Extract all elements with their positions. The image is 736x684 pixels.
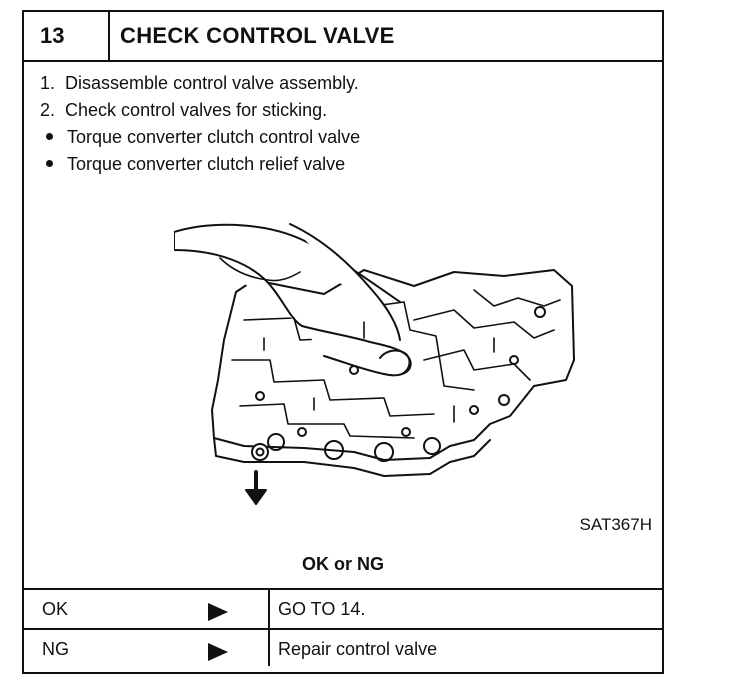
result-action: GO TO 14. bbox=[268, 590, 365, 628]
result-row-ng: NG Repair control valve bbox=[24, 628, 662, 666]
control-valve-illustration bbox=[174, 223, 575, 505]
procedure-box: 13 CHECK CONTROL VALVE 1. Disassemble co… bbox=[22, 10, 664, 674]
figure-code: SAT367H bbox=[579, 515, 652, 534]
instruction-list: 1. Disassemble control valve assembly. 2… bbox=[40, 70, 360, 178]
instruction-text: Disassemble control valve assembly. bbox=[65, 73, 359, 93]
procedure-title: CHECK CONTROL VALVE bbox=[120, 23, 395, 48]
arrow-right-icon bbox=[208, 603, 228, 621]
procedure-header: 13 CHECK CONTROL VALVE bbox=[24, 12, 662, 62]
item-number: 1. bbox=[40, 73, 56, 93]
result-table: OK GO TO 14. NG Repair control valve bbox=[24, 588, 662, 666]
instruction-item: 1. Disassemble control valve assembly. bbox=[40, 70, 360, 97]
result-row-ok: OK GO TO 14. bbox=[24, 590, 662, 628]
result-label: NG bbox=[42, 639, 69, 659]
instruction-text: Torque converter clutch relief valve bbox=[67, 154, 346, 174]
result-label: OK bbox=[42, 599, 69, 619]
step-number: 13 bbox=[24, 12, 110, 60]
result-action: Repair control valve bbox=[268, 630, 437, 666]
arrow-right-icon bbox=[208, 643, 228, 661]
bullet-icon bbox=[46, 160, 53, 168]
bullet-icon bbox=[46, 133, 53, 141]
instruction-text: Check control valves for sticking. bbox=[65, 100, 328, 120]
instruction-text: Torque converter clutch control valve bbox=[67, 127, 361, 147]
instruction-item: Torque converter clutch control valve bbox=[40, 124, 360, 151]
result-question: OK or NG bbox=[301, 554, 384, 574]
instruction-item: Torque converter clutch relief valve bbox=[40, 151, 360, 178]
instruction-item: 2. Check control valves for sticking. bbox=[40, 97, 360, 124]
item-number: 2. bbox=[40, 100, 56, 120]
